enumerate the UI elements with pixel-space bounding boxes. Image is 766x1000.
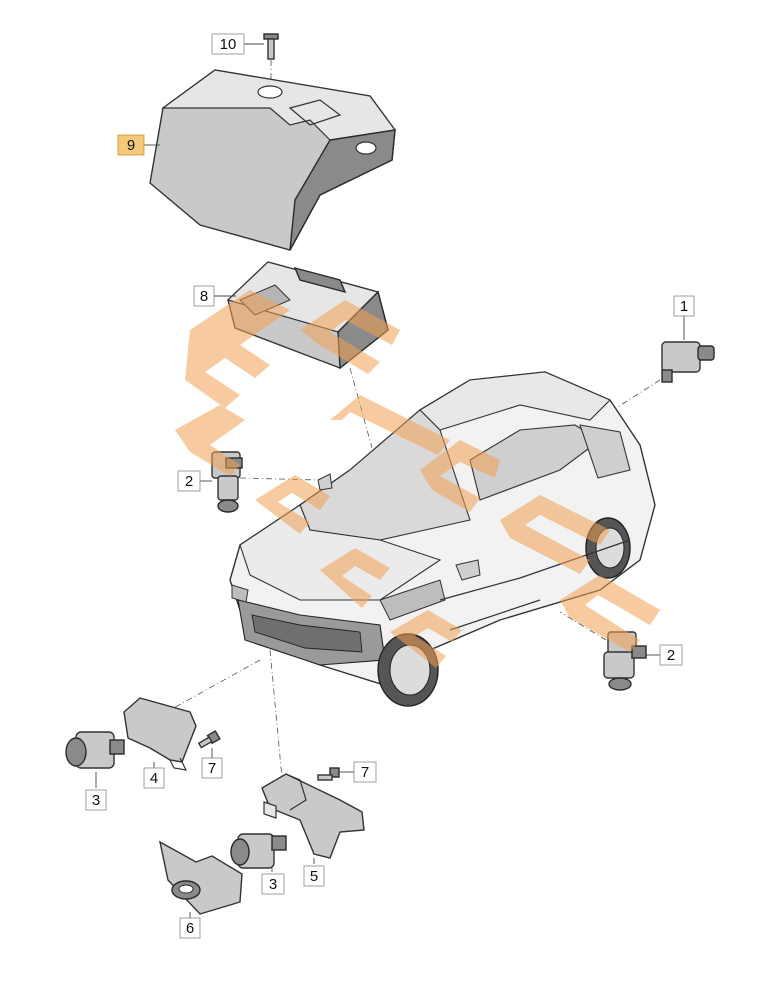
callout-3-left: 3 <box>85 789 107 811</box>
camera-part-1 <box>661 341 715 383</box>
camera-part-3-left <box>65 731 125 769</box>
bolt-part-7-upper <box>197 730 221 749</box>
callout-4: 4 <box>143 767 165 789</box>
callout-7-lower: 7 <box>353 761 377 783</box>
svg-text:8: 8 <box>200 288 208 305</box>
svg-text:1: 1 <box>680 298 688 315</box>
callout-5: 5 <box>303 865 325 887</box>
svg-text:3: 3 <box>269 876 277 893</box>
callout-2-upper: 2 <box>177 470 201 492</box>
callout-8: 8 <box>193 285 215 307</box>
camera-part-3-lower <box>230 833 287 869</box>
svg-text:3: 3 <box>92 792 100 809</box>
callout-9: 9 <box>117 134 145 156</box>
svg-text:6: 6 <box>186 920 194 937</box>
svg-text:2: 2 <box>185 473 193 490</box>
callout-7-upper: 7 <box>201 757 223 779</box>
mount-plate-part-6 <box>158 840 243 915</box>
callout-2-lower: 2 <box>659 644 683 666</box>
callout-1: 1 <box>673 295 695 317</box>
callout-3-lower: 3 <box>261 873 285 895</box>
svg-text:5: 5 <box>310 868 318 885</box>
svg-text:4: 4 <box>150 770 158 787</box>
svg-text:7: 7 <box>361 764 369 781</box>
callout-10: 10 <box>211 33 245 55</box>
bracket-part-4 <box>123 697 197 771</box>
watermark-logo <box>175 290 660 668</box>
svg-text:9: 9 <box>127 137 135 154</box>
car-body <box>229 371 656 707</box>
screw-part-10 <box>263 33 279 60</box>
cover-part-9 <box>149 69 397 251</box>
svg-text:7: 7 <box>208 760 216 777</box>
bracket-part-5 <box>261 773 365 859</box>
svg-text:10: 10 <box>220 36 237 53</box>
callout-6: 6 <box>179 917 201 939</box>
svg-text:2: 2 <box>667 647 675 664</box>
bolt-part-7-lower <box>317 767 340 781</box>
